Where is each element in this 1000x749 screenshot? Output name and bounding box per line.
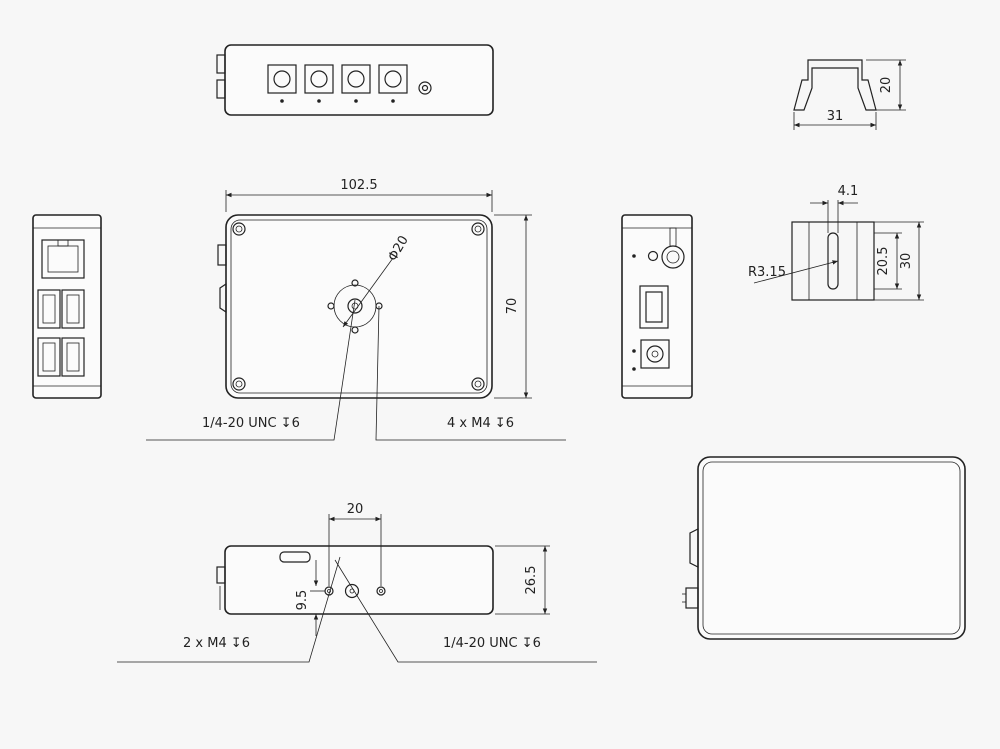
usb-port-3: [37, 337, 61, 377]
usb-port-2: [61, 289, 85, 329]
bottom-center-thread-callout: 1/4-20 UNC ↧6: [443, 636, 541, 651]
usb-port-1: [37, 289, 61, 329]
left-side-view: [32, 214, 102, 399]
bottom-hole-spacing-dim: 20: [347, 502, 364, 517]
slot-length-dim: 20.5: [876, 247, 891, 276]
slot-width-dim: 4.1: [838, 184, 859, 199]
profile-height-dim: 20: [879, 77, 894, 94]
profile-width-dim: 31: [827, 109, 844, 124]
bottom-hole-offset-dim: 9.5: [295, 590, 310, 611]
front-width-dim: 102.5: [340, 178, 377, 193]
front-view: Φ20 102.5 70 1/4-20 UNC ↧6 4 x M4 ↧6: [146, 178, 566, 441]
mounting-pattern: [327, 257, 394, 334]
back-view: [682, 456, 966, 640]
front-center-thread-callout: 1/4-20 UNC ↧6: [202, 416, 300, 431]
usb-c-port: [279, 551, 311, 563]
front-height-dim: 70: [505, 298, 520, 315]
top-connector-4: [378, 64, 408, 103]
slot-radius-dim: R3.15: [748, 265, 786, 280]
top-connector-2: [304, 64, 334, 103]
rail-profile: 20 31: [793, 59, 906, 130]
corner-hole-bottom-right: [471, 377, 485, 391]
slot-detail: 4.1 R3.15 20.5 30: [748, 184, 924, 301]
usb-port-4: [61, 337, 85, 377]
bottom-hole-right: [376, 586, 386, 596]
corner-hole-bottom-left: [232, 377, 246, 391]
bottom-side-holes-callout: 2 x M4 ↧6: [183, 636, 250, 651]
top-view: [216, 44, 494, 116]
status-led: [632, 250, 659, 262]
antenna-connector: [661, 227, 685, 269]
corner-hole-top-left: [232, 222, 246, 236]
top-connector-3: [341, 64, 371, 103]
top-connector-1: [267, 64, 297, 103]
ethernet-port: [41, 239, 85, 279]
dc-power-jack: [632, 339, 670, 371]
right-side-view: [621, 214, 693, 399]
front-corner-holes-callout: 4 x M4 ↧6: [447, 416, 514, 431]
power-switch: [639, 285, 669, 329]
bottom-height-dim: 26.5: [524, 566, 539, 595]
corner-hole-top-right: [471, 222, 485, 236]
bottom-view: 20 26.5 9.5 2 x M4 ↧6 1/4-20 UNC ↧6: [117, 502, 597, 663]
slot-block-height-dim: 30: [899, 253, 914, 270]
